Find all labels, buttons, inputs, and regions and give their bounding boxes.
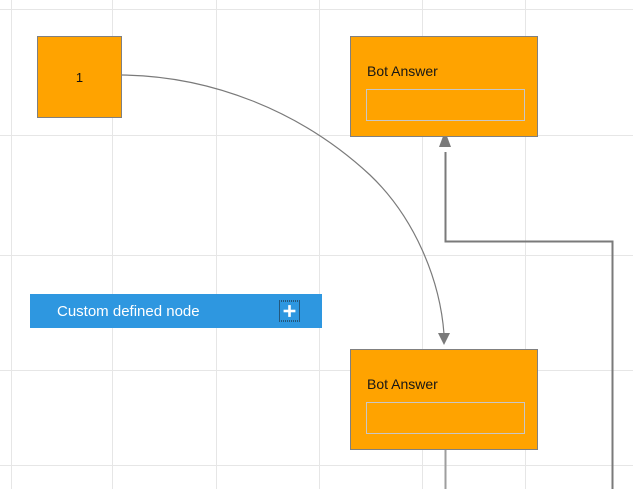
node-bot-answer-top-title: Bot Answer	[367, 63, 438, 79]
node-1[interactable]: 1	[37, 36, 122, 118]
custom-defined-node-label: Custom defined node	[57, 302, 200, 320]
node-bot-answer-bottom-title: Bot Answer	[367, 376, 438, 392]
node-bot-answer-bottom[interactable]: Bot Answer	[350, 349, 538, 450]
node-bot-answer-bottom-slot[interactable]	[366, 402, 525, 434]
node-bot-answer-top[interactable]: Bot Answer	[350, 36, 538, 137]
node-bot-answer-top-slot[interactable]	[366, 89, 525, 121]
custom-defined-node-item[interactable]: Custom defined node	[30, 294, 322, 328]
plus-icon[interactable]	[279, 300, 300, 322]
node-1-label: 1	[75, 69, 84, 85]
